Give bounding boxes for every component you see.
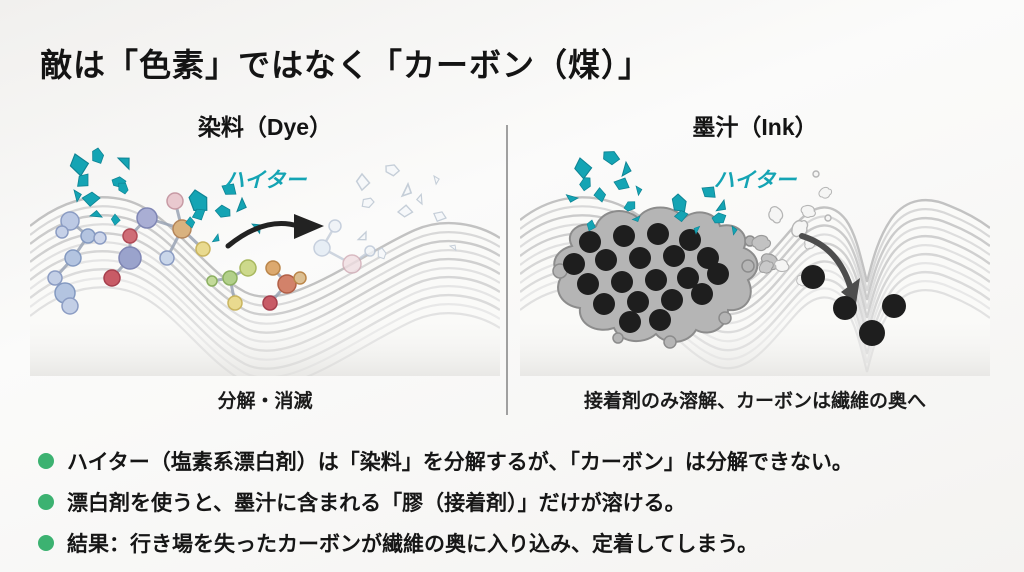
panel-dye-caption: 分解・消滅 [217, 391, 313, 412]
dye-illustration-svg [30, 146, 500, 376]
decompose-arrow-icon [225, 214, 324, 249]
faded-molecules [313, 219, 376, 274]
sink-arrow-icon [799, 233, 860, 304]
bullet-dot [38, 453, 54, 469]
bleach-label-dye: ハイター [223, 169, 307, 192]
panel-ink-header: 墨汁（Ink） [692, 114, 818, 140]
dye-molecules [47, 192, 307, 315]
page-title: 敵は「色素」ではなく「カーボン（煤）」 [40, 47, 652, 83]
dissolving-glue-fragments [751, 170, 834, 289]
bullet-dot [38, 494, 54, 510]
bleach-label-ink: ハイター [713, 169, 797, 192]
panel-divider [506, 125, 508, 415]
panel-ink: 墨汁（Ink） ハイター [520, 112, 990, 413]
carbon-particles [563, 223, 729, 333]
sinking-carbon-particles [801, 265, 906, 346]
ink-illustration-svg [520, 148, 990, 376]
ink-illustration: ハイター [520, 146, 990, 376]
dye-illustration: ハイター [30, 146, 500, 376]
panel-dye-header: 染料（Dye） [197, 114, 333, 140]
bullet-item-1: ハイター（塩素系漂白剤）は「染料」を分解するが、「カーボン」は分解できない。 [38, 446, 853, 476]
summary-bullets: ハイター（塩素系漂白剤）は「染料」を分解するが、「カーボン」は分解できない。 漂… [38, 446, 853, 569]
bullet-dot [38, 535, 54, 551]
bullet-text: 漂白剤を使うと、墨汁に含まれる「膠（接着剤）」だけが溶ける。 [67, 492, 686, 515]
fiber-waves [30, 196, 500, 376]
bullet-item-2: 漂白剤を使うと、墨汁に含まれる「膠（接着剤）」だけが溶ける。 [38, 487, 853, 517]
panel-dye: 染料（Dye） ハイター [30, 112, 500, 413]
bullet-text: 結果：行き場を失ったカーボンが繊維の奥に入り込み、定着してしまう。 [67, 533, 759, 556]
panel-ink-caption: 接着剤のみ溶解、カーボンは繊維の奥へ [583, 391, 926, 412]
bullet-text: ハイター（塩素系漂白剤）は「染料」を分解するが、「カーボン」は分解できない。 [67, 451, 853, 474]
bullet-item-3: 結果：行き場を失ったカーボンが繊維の奥に入り込み、定着してしまう。 [38, 528, 853, 558]
